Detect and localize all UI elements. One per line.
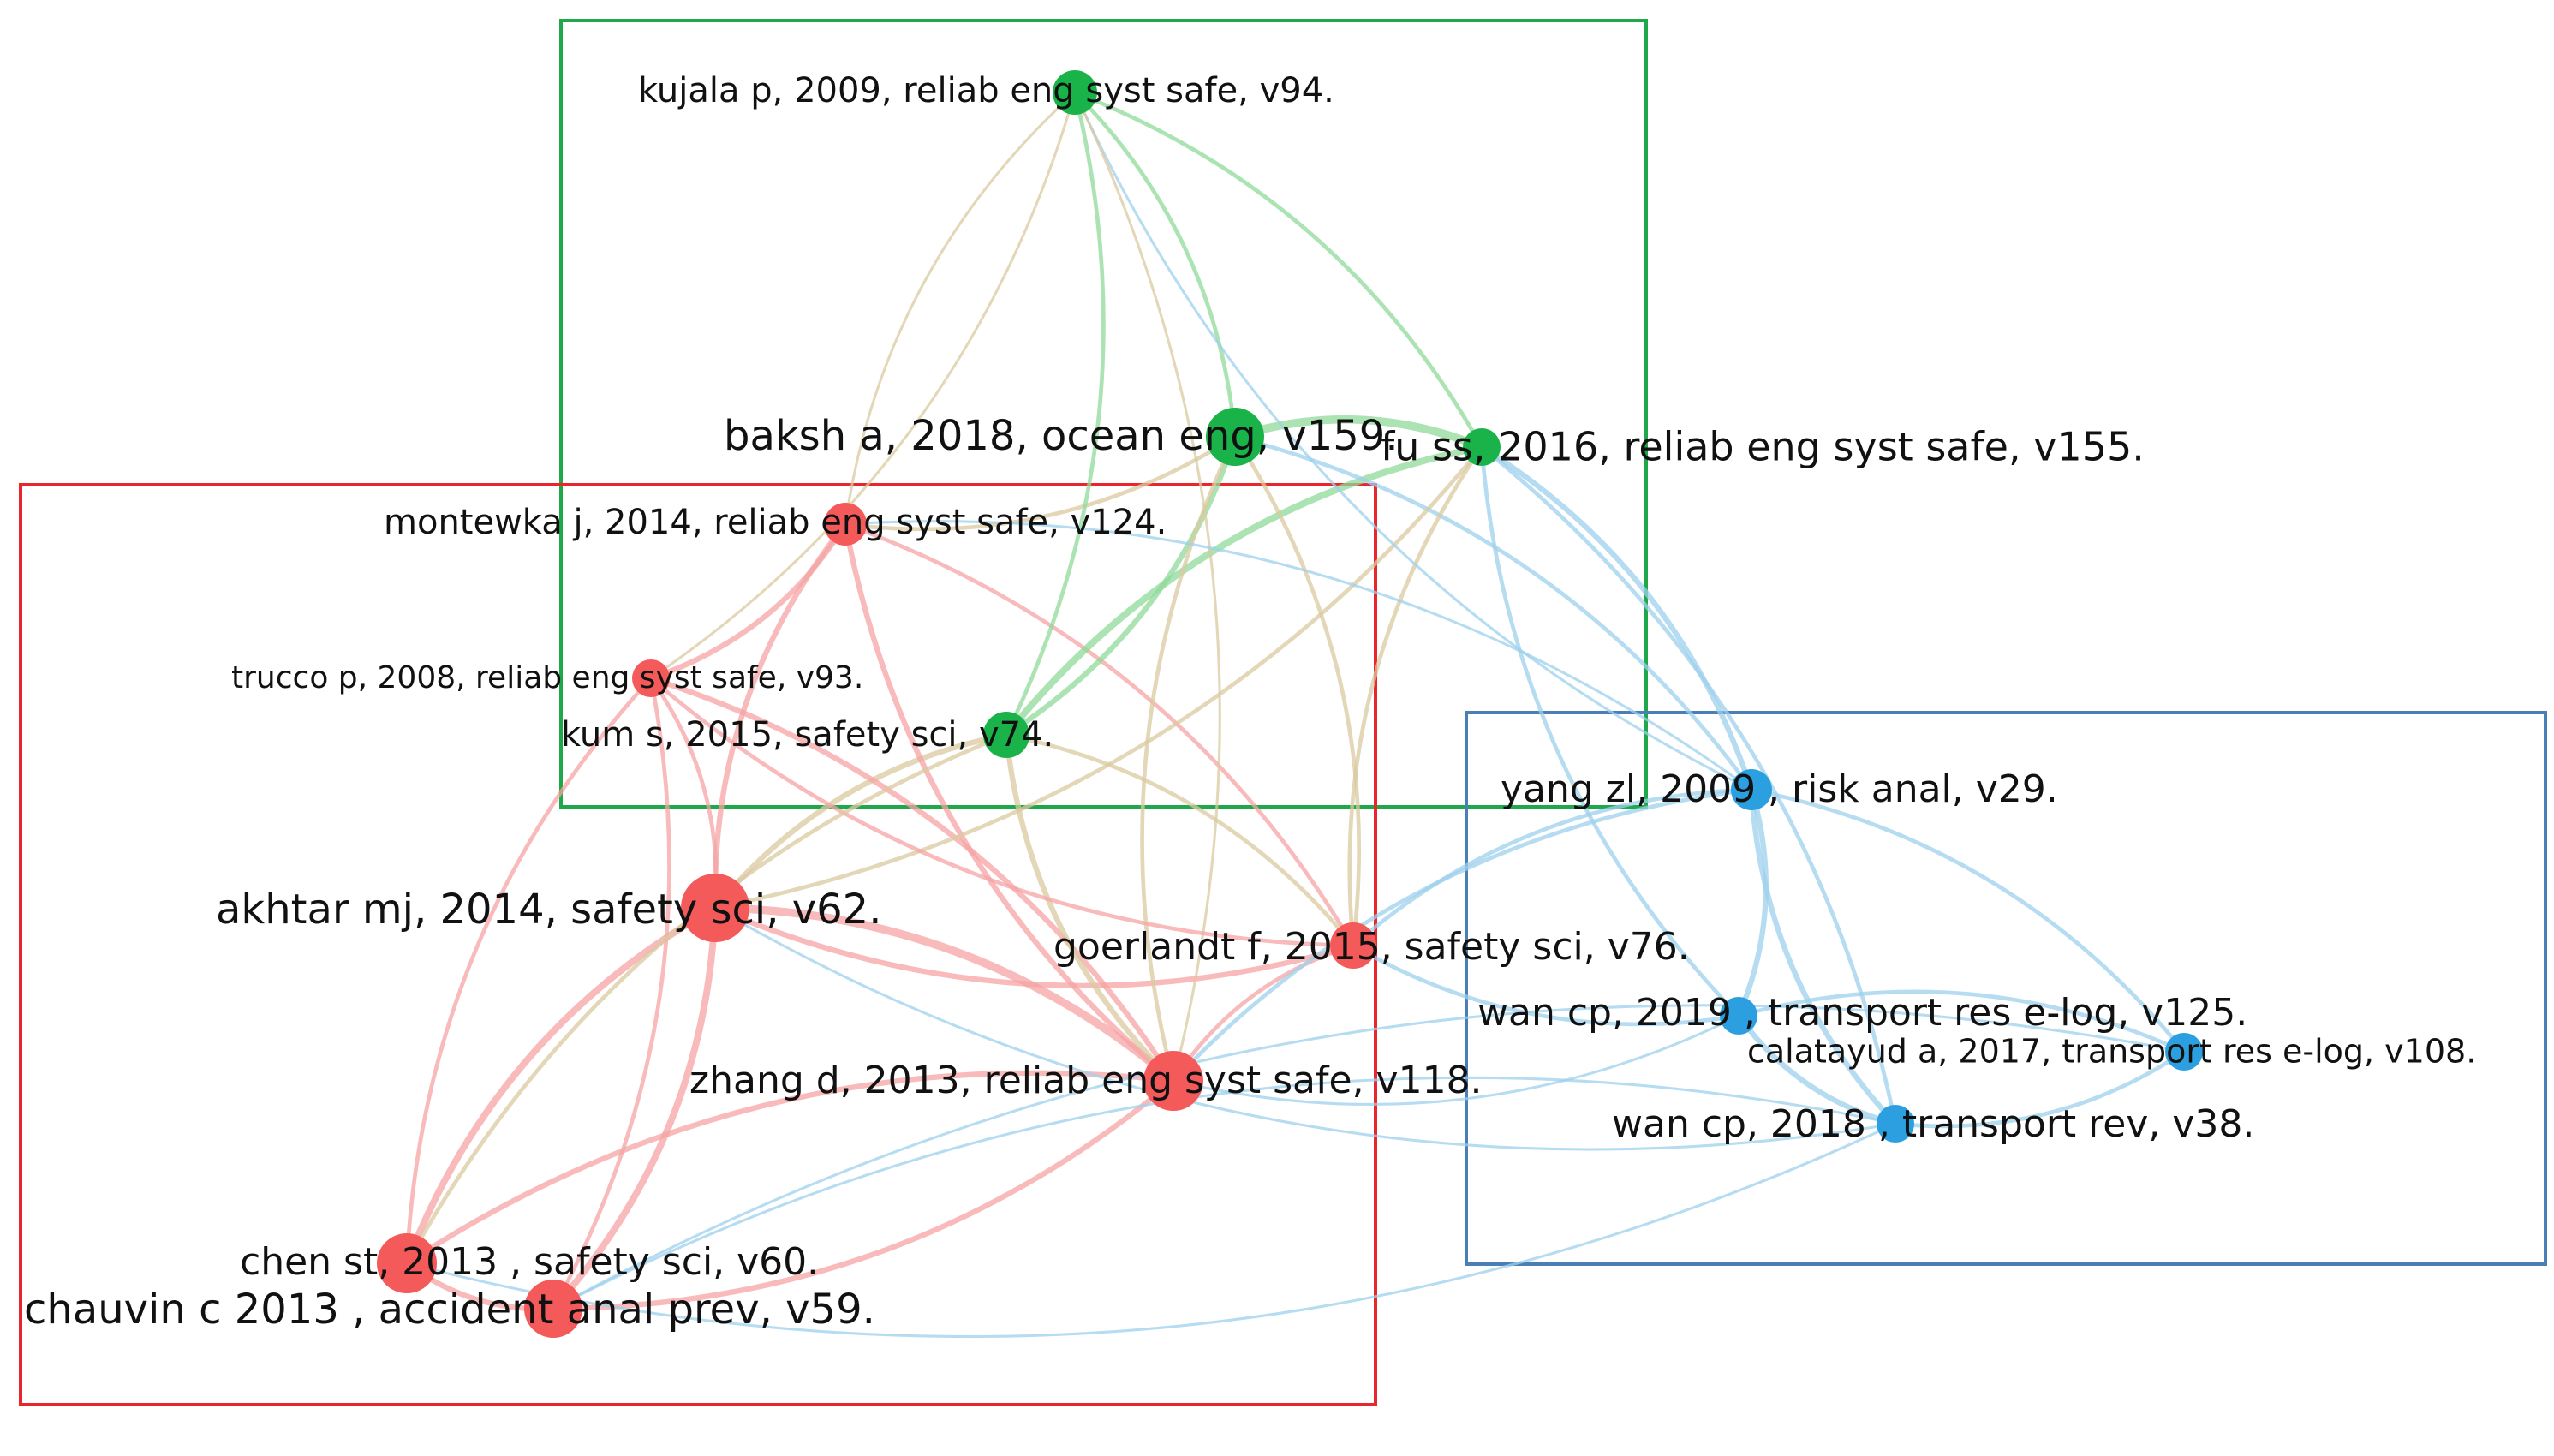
node-label-fu: fu ss, 2016, reliab eng syst safe, v155. <box>1381 424 2145 470</box>
edge-wan2018-chauvin <box>552 1076 1897 1310</box>
edge-baksh-kujala <box>1072 90 1238 439</box>
label-layer: kujala p, 2009, reliab eng syst safe, v9… <box>24 71 2476 1334</box>
edge-montewka-yang <box>844 520 1753 791</box>
edge-goerlandt-zhang <box>1171 943 1356 1083</box>
edge-trucco-chen <box>404 676 653 1266</box>
edge-montewka-goerlandt <box>843 522 1356 948</box>
cluster-boxes <box>19 19 2547 1406</box>
node-yang[interactable] <box>1731 769 1772 810</box>
node-label-calatayud: calatayud a, 2017, transport res e-log, … <box>1747 1033 2476 1071</box>
node-wan2018[interactable] <box>1877 1105 1914 1143</box>
node-kujala[interactable] <box>1053 70 1097 115</box>
node-label-wan2018: wan cp, 2018 , transport rev, v38. <box>1612 1102 2254 1146</box>
edge-kum-baksh <box>1003 433 1238 738</box>
edge-montewka-trucco <box>647 521 849 682</box>
edge-wan2019-calatayud <box>1736 989 2187 1054</box>
edge-akhtar-kum <box>712 731 1010 911</box>
node-label-akhtar: akhtar mj, 2014, safety sci, v62. <box>216 886 881 934</box>
edge-montewka-baksh <box>843 434 1238 532</box>
node-label-baksh: baksh a, 2018, ocean eng, v159. <box>724 412 1399 460</box>
node-calatayud[interactable] <box>2165 1033 2203 1071</box>
node-trucco[interactable] <box>632 659 670 697</box>
edge-fu-wan2018 <box>1479 445 1898 1126</box>
node-label-chen: chen st, 2013 , safety sci, v60. <box>240 1240 819 1284</box>
edge-zhang-wan2019 <box>1172 1014 1740 1107</box>
edge-kum-goerlandt <box>1004 732 1356 948</box>
edge-kujala-yang <box>1073 91 1753 791</box>
edge-akhtar-zhang <box>711 904 1178 1085</box>
node-label-kujala: kujala p, 2009, reliab eng syst safe, v9… <box>638 71 1334 110</box>
node-chen[interactable] <box>377 1233 437 1293</box>
cluster-box-blue <box>1465 711 2547 1266</box>
edge-layer <box>403 90 2187 1339</box>
edge-zhang-yang <box>1171 787 1754 1083</box>
node-zhang[interactable] <box>1143 1051 1203 1111</box>
node-label-goerlandt: goerlandt f, 2015, safety sci, v76. <box>1053 925 1690 969</box>
node-akhtar[interactable] <box>681 874 749 942</box>
edge-baksh-goerlandt <box>1232 434 1362 948</box>
edge-kujala-trucco <box>649 91 1077 680</box>
node-kum[interactable] <box>983 712 1029 758</box>
edge-trucco-goerlandt <box>648 676 1356 948</box>
node-label-zhang: zhang d, 2013, reliab eng syst safe, v11… <box>689 1059 1483 1102</box>
edge-kum-fu <box>1003 444 1485 738</box>
edge-trucco-chauvin <box>551 676 671 1311</box>
node-fu[interactable] <box>1463 428 1501 466</box>
edge-fu-yang <box>1478 444 1755 793</box>
edge-kum-kujala <box>1004 90 1106 737</box>
edge-montewka-zhang <box>842 521 1177 1084</box>
edge-baksh-zhang <box>1140 434 1238 1083</box>
edge-kujala-montewka <box>844 91 1077 526</box>
edge-kum-zhang <box>1003 731 1177 1084</box>
edge-yang-wan2019 <box>1735 786 1769 1019</box>
edge-wan2018-calatayud <box>1893 1049 2187 1129</box>
edge-chauvin-zhang <box>550 1077 1177 1312</box>
edge-fu-wan2019 <box>1479 445 1741 1018</box>
cluster-box-green <box>559 19 1648 809</box>
edge-baksh-yang <box>1232 434 1754 792</box>
node-wan2019[interactable] <box>1720 997 1757 1035</box>
edge-akhtar-goerlandt <box>712 904 1357 988</box>
node-label-yang: yang zl, 2009 , risk anal, v29. <box>1501 767 2058 811</box>
edge-fu-kujala <box>1072 90 1484 450</box>
edge-yang-calatayud <box>1749 787 2187 1054</box>
node-label-chauvin: chauvin c 2013 , accident anal prev, v59… <box>24 1286 875 1334</box>
node-label-montewka: montewka j, 2014, reliab eng syst safe, … <box>384 503 1167 542</box>
node-montewka[interactable] <box>824 503 867 546</box>
node-label-trucco: trucco p, 2008, reliab eng syst safe, v9… <box>231 660 863 695</box>
node-layer <box>377 70 2203 1338</box>
edge-akhtar-chen <box>403 904 719 1267</box>
node-goerlandt[interactable] <box>1330 922 1376 969</box>
edge-kujala-zhang <box>1073 91 1221 1083</box>
edge-chen-kum <box>404 732 1009 1266</box>
node-label-kum: kum s, 2015, safety sci, v74. <box>561 715 1053 755</box>
edge-trucco-zhang <box>647 675 1177 1084</box>
edge-akhtar-trucco <box>648 676 719 910</box>
node-baksh[interactable] <box>1206 408 1264 466</box>
edge-fu-goerlandt <box>1347 445 1484 948</box>
edge-fu-akhtar <box>713 445 1484 910</box>
node-label-wan2019: wan cp, 2019 , transport res e-log, v125… <box>1477 991 2247 1035</box>
edge-wan2018-akhtar <box>713 906 1897 1151</box>
edge-yang-wan2018 <box>1748 786 1899 1127</box>
edge-wan2019-wan2018 <box>1735 1012 1899 1127</box>
edge-goerlandt-yang <box>1351 787 1754 948</box>
edge-akhtar-chauvin <box>550 904 719 1312</box>
edge-baksh-fu <box>1231 415 1486 451</box>
edge-goerlandt-wan2019 <box>1351 943 1741 1027</box>
node-chauvin[interactable] <box>524 1280 582 1338</box>
edge-calatayud-chauvin <box>552 1004 2186 1310</box>
edge-chen-zhang <box>403 1070 1177 1267</box>
edge-wan2018-chen <box>405 1122 1897 1339</box>
